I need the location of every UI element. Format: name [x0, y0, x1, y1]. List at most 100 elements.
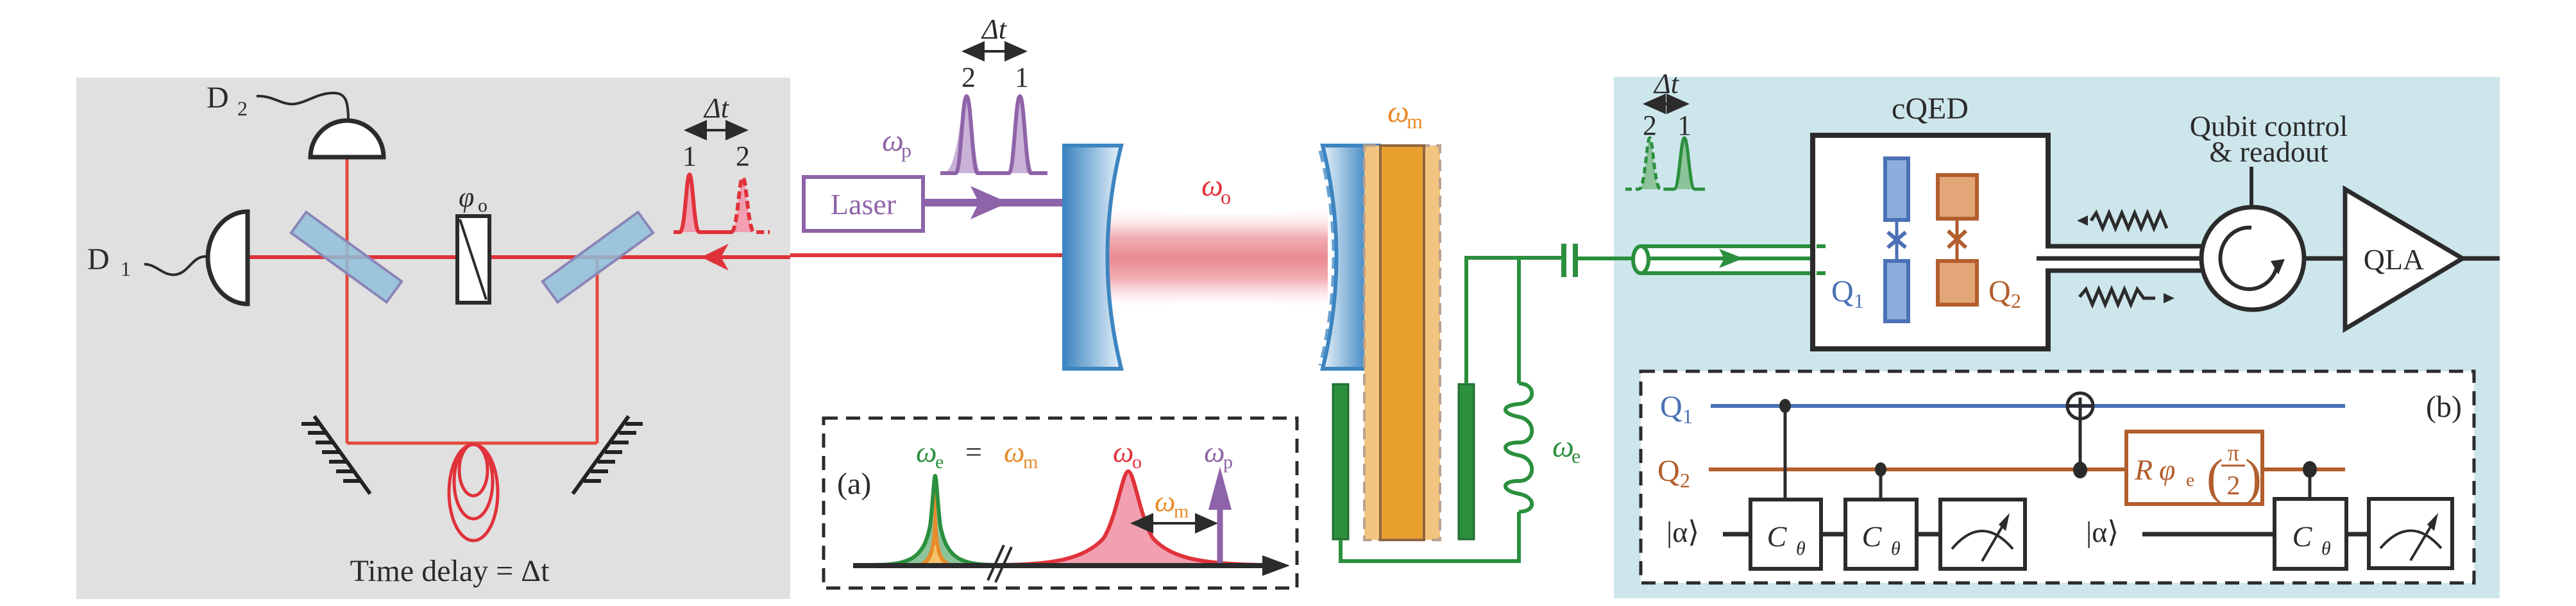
circuit-q1-sub: 1 — [1682, 405, 1693, 428]
inset-a: (a) ω e = ω m ω o ω p ω m — [822, 416, 1299, 590]
delta-t-label: Δt — [703, 92, 730, 124]
electrical-resonance-curve — [872, 473, 998, 567]
fiber-delay-loop-icon — [447, 442, 500, 543]
pump-line-arrow-icon — [1208, 467, 1232, 510]
laser-source: Laser — [802, 175, 1064, 233]
inset-wo-sub: o — [1132, 451, 1142, 473]
mech-freq-sub: m — [1407, 110, 1423, 133]
capacitor-plate-left — [1332, 383, 1350, 541]
green-pulse-train — [1625, 136, 1705, 191]
elec-freq-sub: e — [1572, 444, 1580, 467]
controlled-gate-1 — [1749, 498, 1823, 571]
lc-circuit — [1332, 244, 1641, 563]
laser-box — [802, 175, 925, 233]
cqed-pulse-label-2: 2 — [1643, 110, 1657, 141]
green-pulse-2 — [1625, 136, 1668, 191]
gray-panel-background — [76, 78, 790, 599]
rotation-numerator: π — [2228, 440, 2239, 466]
pump-freq-label: ω — [882, 124, 904, 158]
phase-label-sub: o — [478, 195, 487, 216]
circuit-q1-label: Q — [1660, 390, 1682, 424]
pump-freq-sub: p — [901, 139, 911, 162]
cnot-gate — [2065, 391, 2095, 478]
cqed-title: cQED — [1892, 92, 1969, 126]
wire-top — [1464, 256, 1563, 384]
coax-direction-arrow-icon — [1719, 249, 1743, 268]
qubit-2 — [1936, 173, 1979, 307]
detector-d1 — [144, 209, 250, 307]
phase-label: φ — [459, 181, 474, 213]
qubit-1 — [1883, 156, 1910, 323]
mechanical-membrane — [1363, 144, 1441, 541]
measurement-meter-2-icon — [2367, 497, 2454, 570]
frequency-axis-arrow-icon — [1262, 555, 1290, 576]
qla-amplifier — [2343, 185, 2467, 333]
signal-outgoing-icon — [2078, 285, 2155, 309]
wire-bottom — [1339, 512, 1521, 563]
axis-break-mark-1 — [987, 544, 1005, 581]
gate-2-sub: θ — [1891, 538, 1901, 559]
inset-wo-label: ω — [1113, 435, 1133, 468]
inset-b: (b) Q 1 Q 2 |α⟩ C θ C θ — [1639, 369, 2476, 585]
inset-equals: = — [965, 435, 982, 468]
coaxial-line — [1614, 244, 1824, 275]
gate-1-label: C — [1767, 520, 1788, 553]
control-dot — [1875, 462, 1886, 476]
gate-2-label: C — [1862, 520, 1883, 553]
control-label-line1: Qubit control — [2190, 110, 2348, 142]
signal-incoming-icon — [2089, 208, 2169, 233]
laser-label: Laser — [831, 188, 896, 221]
detector-d2-sub: 2 — [237, 97, 248, 120]
readout-line — [2037, 244, 2204, 273]
rotation-phi-sub: e — [2186, 469, 2194, 491]
purple-pulses — [940, 94, 1047, 175]
inset-detuning-label: ω — [1155, 485, 1175, 518]
optical-freq-sub: o — [1221, 185, 1231, 208]
phase-shifter — [455, 214, 491, 305]
detector-d2 — [256, 91, 386, 160]
controlled-gate-3 — [2273, 497, 2348, 571]
signal-outgoing-arrow-icon — [2164, 293, 2174, 303]
inset-b-label: (b) — [2426, 390, 2462, 424]
inductor-coil-icon — [1504, 382, 1534, 514]
cqed-box-port-left — [1815, 244, 1824, 273]
pump-pulse-label-1: 1 — [1015, 62, 1029, 93]
controlled-gate-2 — [1843, 498, 1919, 571]
cqed-delta-t-label: Δt — [1653, 68, 1680, 99]
alpha-state-2: |α⟩ — [2086, 516, 2119, 548]
pulse-label-1: 1 — [682, 140, 697, 172]
coupling-capacitor-plate-1 — [1561, 244, 1566, 277]
circuit-q2-label: Q — [1657, 454, 1680, 488]
rotation-R: R — [2134, 453, 2153, 486]
circuit-q2-sub: 2 — [1680, 469, 1690, 492]
optical-freq-label: ω — [1201, 169, 1223, 203]
pump-pulse-label-2: 2 — [962, 62, 976, 93]
mirror-bottom-left — [301, 415, 372, 495]
control-dot — [2303, 461, 2317, 478]
optical-resonance-curve — [997, 469, 1277, 567]
inset-we-sub: e — [935, 451, 944, 473]
pump-arrow-icon — [970, 186, 1008, 219]
control-dot — [1779, 399, 1791, 413]
interferometer-panel: φ o D 1 D 2 — [76, 78, 790, 599]
inset-wp-sub: p — [1223, 451, 1233, 473]
inset-wp-label: ω — [1204, 435, 1224, 468]
signal-incoming-arrow-icon — [2077, 215, 2088, 226]
green-pulse-1 — [1668, 136, 1705, 191]
mechanical-resonance — [915, 492, 956, 565]
membrane — [1379, 144, 1425, 541]
mechanical-resonance-core — [924, 545, 947, 565]
mech-freq-label: ω — [1387, 95, 1409, 129]
qubit-1-sub: 1 — [1854, 289, 1864, 312]
cavity-mirror-left — [1062, 144, 1124, 371]
pulse-1 — [674, 172, 731, 234]
pump-delta-t-label: Δt — [981, 13, 1008, 45]
pulse-label-2: 2 — [736, 140, 750, 172]
control-dot — [2073, 462, 2087, 478]
beam-direction-arrow-icon — [701, 244, 729, 271]
josephson-junction-q2-icon — [1946, 229, 1968, 249]
inset-wm-sub: m — [1023, 451, 1038, 473]
rotation-gate — [2124, 430, 2264, 506]
inset-a-label: (a) — [837, 467, 871, 501]
